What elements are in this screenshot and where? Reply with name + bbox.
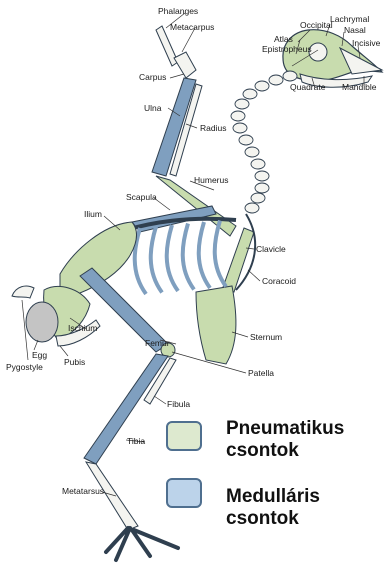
label-atlas: Atlas [274, 34, 293, 44]
neck-vertebra [269, 75, 283, 85]
neck-vertebra [245, 203, 259, 213]
legend-medullary-line1: Medulláris [226, 486, 320, 508]
neck-vertebra [255, 183, 269, 193]
rib [151, 227, 162, 293]
label-pygostyle: Pygostyle [6, 362, 43, 372]
label-patella: Patella [248, 368, 274, 378]
label-fibula: Fibula [167, 399, 190, 409]
label-epistropheus: Epistropheus [262, 44, 312, 54]
sternum-bone [196, 286, 236, 364]
neck-vertebra [233, 123, 247, 133]
label-humerus: Humerus [194, 175, 228, 185]
label-pubis: Pubis [64, 357, 85, 367]
neck-vertebra [235, 99, 249, 109]
humerus-bone [156, 176, 236, 236]
legend-pneumatic-line1: Pneumatikus [226, 418, 344, 440]
label-scapula: Scapula [126, 192, 157, 202]
label-tibia: Tibia [127, 436, 145, 446]
label-sternum: Sternum [250, 332, 282, 342]
neck-vertebra [243, 89, 257, 99]
metacarpus-bone [174, 52, 196, 78]
legend-pneumatic-line2: csontok [226, 440, 344, 462]
legend-label-pneumatic: Pneumatikus csontok [226, 418, 344, 462]
thorax [120, 206, 255, 364]
metatarsus-bone [86, 462, 138, 530]
rib [199, 222, 210, 288]
label-quadrate: Quadrate [290, 82, 326, 92]
label-occipital: Occipital [300, 20, 333, 30]
label-nasal: Nasal [344, 25, 366, 35]
label-metatarsus: Metatarsus [62, 486, 104, 496]
neck-vertebra [255, 81, 269, 91]
label-radius: Radius [200, 123, 226, 133]
neck-vertebra [245, 147, 259, 157]
label-ilium: Ilium [84, 209, 102, 219]
neck-vertebra [283, 71, 297, 81]
pygostyle-bone [12, 286, 34, 298]
neck-vertebra [239, 135, 253, 145]
neck-vertebra [251, 159, 265, 169]
label-ischium: Ischium [68, 323, 97, 333]
neck-vertebrae [231, 71, 297, 213]
label-mandible: Mandible [342, 82, 377, 92]
legend-medullary-line2: csontok [226, 508, 320, 530]
label-ulna: Ulna [144, 103, 162, 113]
label-carpus: Carpus [139, 72, 166, 82]
coracoid-bone [222, 228, 254, 292]
legend-swatch-medullary [166, 478, 202, 508]
label-egg: Egg [32, 350, 47, 360]
legend-label-medullary: Medulláris csontok [226, 486, 320, 530]
tibia-bone [84, 354, 168, 464]
neck-vertebra [231, 111, 245, 121]
label-metacarpus: Metacarpus [170, 22, 214, 32]
label-clavicle: Clavicle [256, 244, 286, 254]
skull-orbit [309, 43, 327, 61]
label-phalanges: Phalanges [158, 6, 198, 16]
label-femur: Femur [145, 338, 170, 348]
neck-vertebra [251, 193, 265, 203]
legend-swatch-pneumatic [166, 421, 202, 451]
label-incisive: Incisive [352, 38, 381, 48]
leg [80, 268, 178, 560]
rib [167, 225, 178, 291]
toes [106, 528, 178, 560]
egg-shape [26, 302, 58, 342]
label-lachrymal: Lachrymal [330, 14, 369, 24]
ribs [135, 221, 226, 295]
rib [183, 224, 194, 290]
neck-vertebra [255, 171, 269, 181]
label-coracoid: Coracoid [262, 276, 296, 286]
